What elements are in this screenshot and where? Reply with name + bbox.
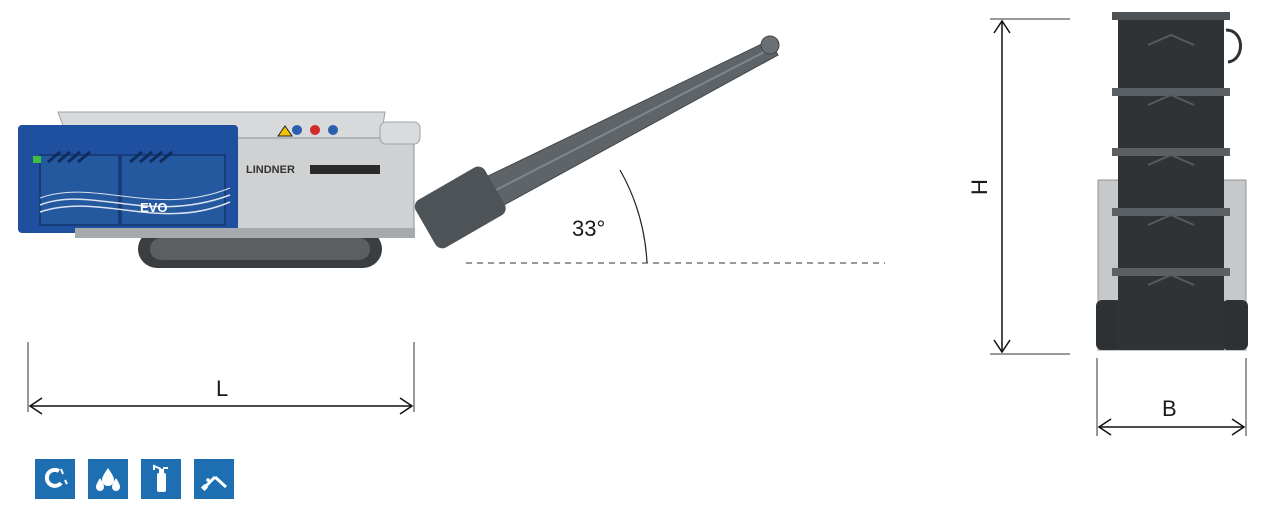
machine-body	[231, 137, 415, 231]
length-label: L	[216, 376, 229, 401]
oil-drops-icon	[88, 459, 128, 499]
machine-front-view	[1096, 12, 1248, 351]
width-label: B	[1162, 396, 1177, 421]
angle-label: 33°	[572, 216, 606, 241]
grease-gun-icon	[194, 459, 234, 499]
fire-extinguisher-icon	[141, 459, 181, 499]
feature-icons	[35, 459, 234, 499]
angle-arc	[619, 169, 648, 264]
height-label: H	[966, 179, 992, 195]
magnet-icon	[35, 459, 75, 499]
model-badge: EVO	[140, 200, 167, 215]
brand-text: LINDNER	[246, 164, 295, 176]
